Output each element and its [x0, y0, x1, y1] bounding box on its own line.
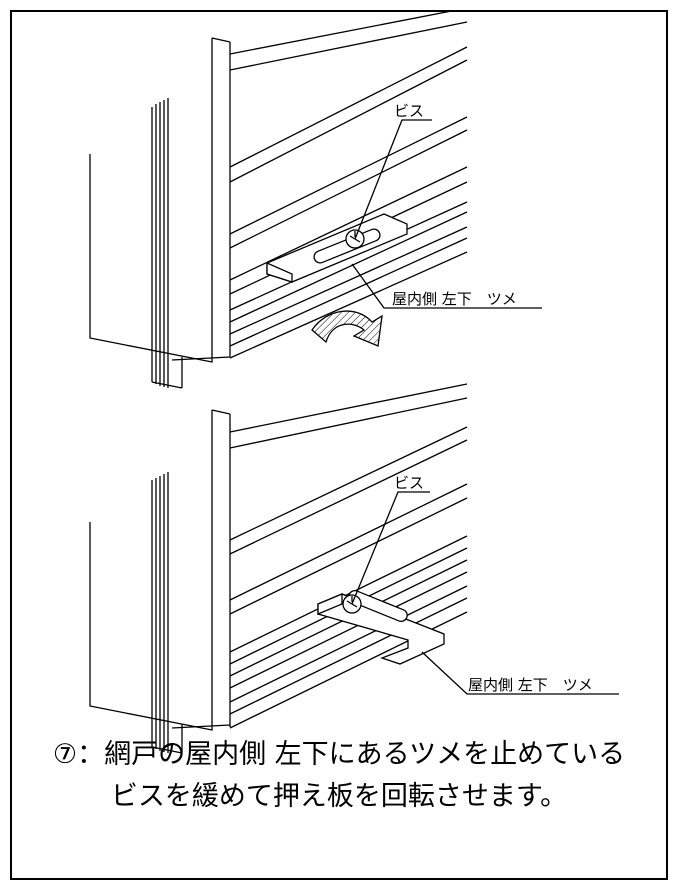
bottom-claw-plate — [317, 589, 445, 665]
top-illustration — [89, 12, 542, 389]
instruction-caption: ⑦：網戸の屋内側 左下にあるツメを止めている ビスを緩めて押え板を回転させます。 — [12, 734, 666, 818]
bottom-claw-label: 屋内側 左下 ツメ — [468, 676, 593, 694]
top-frame-rails — [229, 12, 468, 359]
bottom-claw-leader — [421, 651, 619, 695]
top-claw-label: 屋内側 左下 ツメ — [392, 290, 517, 308]
top-claw-leader — [351, 263, 542, 309]
bottom-screw-leader — [351, 491, 430, 605]
top-screw-label: ビス — [394, 102, 424, 120]
figure-frame: ビス 屋内側 左下 ツメ — [10, 10, 668, 880]
bottom-frame-rails — [229, 383, 468, 729]
top-screw-leader — [354, 119, 432, 240]
caption-line-1: ⑦：網戸の屋内側 左下にあるツメを止めている — [52, 739, 626, 770]
bottom-illustration — [89, 383, 619, 754]
bottom-screw-label: ビス — [394, 474, 424, 492]
bottom-door-panel — [89, 409, 231, 754]
top-door-panel — [89, 37, 231, 389]
caption-line-2: ビスを緩めて押え板を回転させます。 — [110, 781, 568, 812]
installation-diagram: ビス 屋内側 左下 ツメ — [89, 12, 619, 754]
rotation-arrow-icon — [311, 310, 383, 347]
